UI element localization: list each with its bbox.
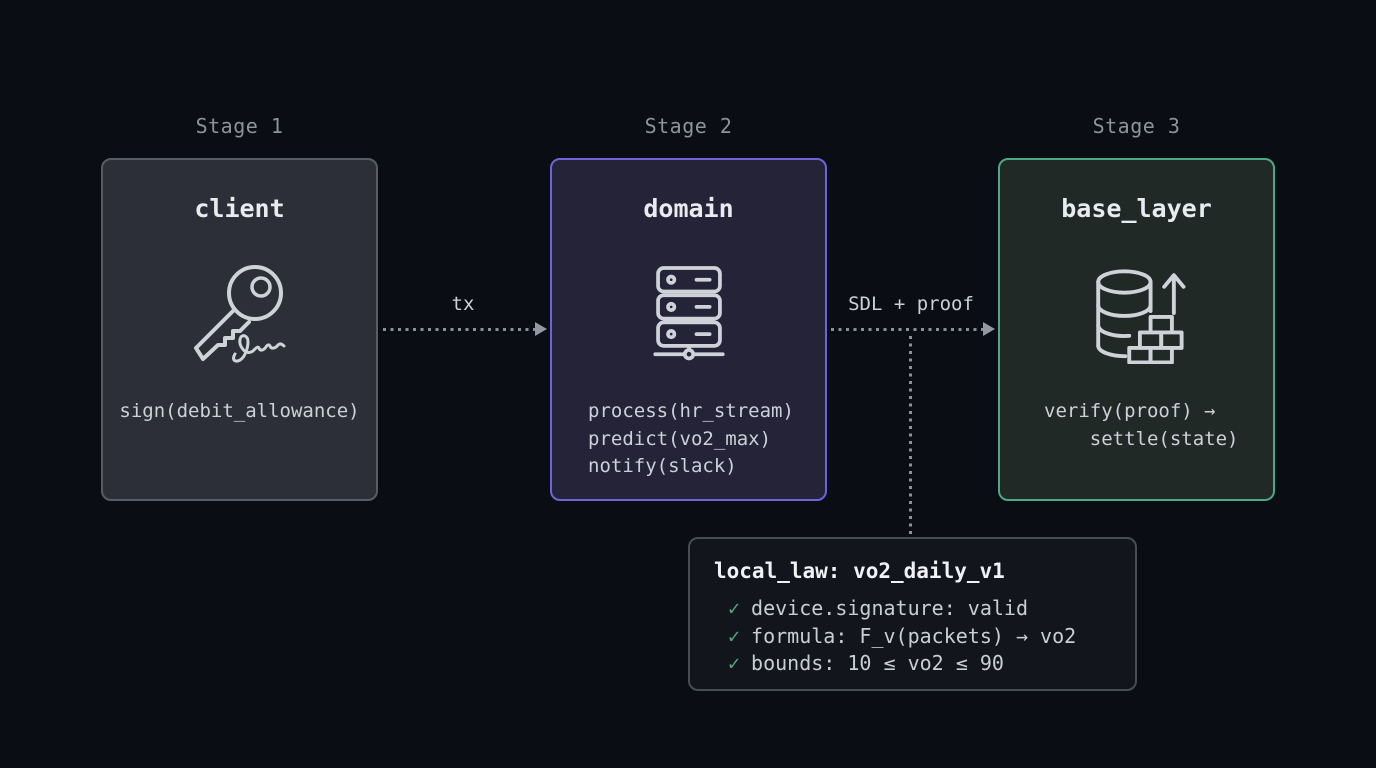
sdl-proof-arrowhead-icon: [983, 322, 995, 336]
stage-1-label: Stage 1: [195, 114, 284, 138]
client-node: client sign(debit_allowance): [101, 158, 378, 501]
list-item: ✓ device.signature: valid: [728, 596, 1076, 624]
server-rack-icon: [644, 262, 734, 364]
client-node-body: sign(debit_allowance): [119, 400, 360, 422]
sdl-proof-arrow-label: SDL + proof: [848, 293, 974, 315]
tx-arrow-line: [383, 328, 535, 331]
domain-node-body: process(hr_stream) predict(vo2_max) noti…: [588, 400, 794, 477]
key-signature-icon: [191, 262, 289, 366]
check-item-device-signature: device.signature: valid: [751, 596, 1028, 620]
checkmark-icon: ✓: [728, 651, 741, 675]
stage-3-label: Stage 3: [1092, 114, 1181, 138]
local-law-check-list: ✓ device.signature: valid ✓ formula: F_v…: [728, 596, 1076, 679]
tx-arrow-label: tx: [451, 293, 475, 315]
stage-2-label: Stage 2: [644, 114, 733, 138]
database-settlement-icon: [1088, 262, 1185, 364]
check-item-formula: formula: F_v(packets) → vo2: [751, 623, 1077, 648]
checkmark-icon: ✓: [728, 596, 741, 620]
list-item: ✓ bounds: 10 ≤ vo2 ≤ 90: [728, 651, 1076, 679]
base-layer-node-title: base_layer: [1061, 194, 1212, 223]
domain-node: domain process(hr_stream) predict(vo2_ma…: [550, 158, 827, 501]
base-layer-node-body: verify(proof) → settle(state): [1044, 400, 1239, 450]
check-item-bounds: bounds: 10 ≤ vo2 ≤ 90: [751, 651, 1004, 675]
client-node-title: client: [194, 194, 285, 223]
base-layer-node: base_layer verify(proof) →: [998, 158, 1275, 501]
checkmark-icon: ✓: [728, 623, 741, 648]
domain-node-title: domain: [643, 194, 734, 223]
tx-arrowhead-icon: [535, 322, 547, 336]
local-law-callout: local_law: vo2_daily_v1 ✓ device.signatu…: [688, 537, 1137, 691]
local-law-callout-title: local_law: vo2_daily_v1: [714, 559, 1005, 583]
callout-connector-line: [909, 336, 912, 534]
list-item: ✓ formula: F_v(packets) → vo2: [728, 624, 1076, 652]
sdl-proof-arrow-line: [831, 328, 983, 331]
